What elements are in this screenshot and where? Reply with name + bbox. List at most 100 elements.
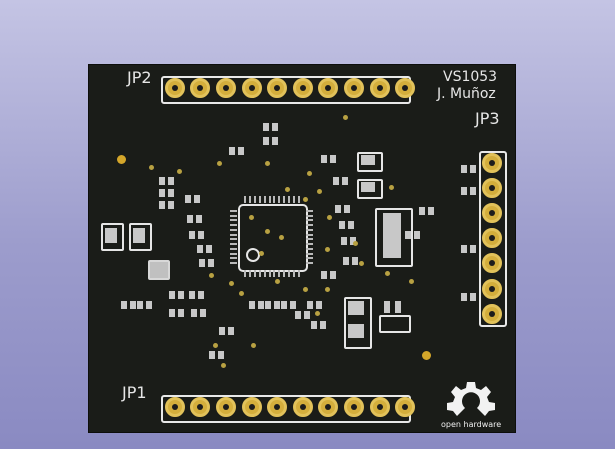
via	[325, 287, 330, 292]
jp3-outline	[479, 151, 507, 327]
via	[303, 287, 308, 292]
via	[285, 187, 290, 192]
via	[217, 161, 222, 166]
chip-pin	[298, 270, 300, 277]
regulator-pad	[361, 155, 375, 165]
smd-pad	[352, 257, 358, 265]
header-pad	[318, 78, 339, 98]
smd-pad	[281, 301, 287, 309]
chip-pin	[306, 214, 313, 217]
smd-pad	[470, 187, 476, 195]
header-pad	[292, 78, 313, 98]
pcb-board: VS1053 J. Muñoz JP2 JP3 JP1 open hardwar…	[89, 65, 515, 432]
smd-pad	[330, 271, 336, 279]
chip-pin	[288, 270, 291, 277]
header-pad	[395, 78, 416, 98]
via	[221, 363, 226, 368]
header-pad	[395, 397, 416, 417]
header-pad	[241, 78, 262, 98]
sot-pad-2	[395, 301, 401, 313]
smd-pad	[200, 309, 206, 317]
jp1-label: JP1	[122, 383, 147, 402]
smd-pad	[228, 327, 234, 335]
smd-pad	[342, 177, 348, 185]
smd-pad	[272, 137, 278, 145]
crystal-outline	[101, 223, 124, 251]
smd-pad	[461, 165, 467, 173]
header-pad	[482, 202, 502, 223]
capacitor-pad	[348, 301, 364, 315]
chip-pin	[253, 270, 256, 277]
via	[353, 241, 358, 246]
header-pad	[215, 78, 236, 98]
chip-pin	[293, 196, 296, 203]
header-pad	[164, 397, 185, 417]
smd-pad	[191, 309, 197, 317]
smd-pad	[168, 201, 174, 209]
open-hardware-logo	[447, 382, 495, 416]
smd-pad	[169, 309, 175, 317]
smd-pad	[208, 259, 214, 267]
header-pad	[482, 177, 502, 198]
chip-pin	[230, 257, 237, 260]
smd-pad	[321, 271, 327, 279]
chip-pin	[293, 270, 296, 277]
chip-pin	[248, 270, 251, 277]
jp2-label: JP2	[127, 68, 152, 87]
smd-pad	[304, 311, 310, 319]
smd-pad	[470, 245, 476, 253]
ldo-tab	[383, 213, 401, 258]
header-pad	[241, 397, 262, 417]
header-pad	[369, 78, 390, 98]
smd-pad	[330, 155, 336, 163]
chip-pin	[263, 270, 266, 277]
jp1-header	[162, 394, 418, 420]
header-pad	[343, 397, 364, 417]
smd-pad	[159, 201, 165, 209]
smd-pad	[295, 311, 301, 319]
jp3-label: JP3	[475, 109, 500, 128]
chip-pin	[306, 243, 313, 246]
smd-pad	[344, 205, 350, 213]
chip-pin	[230, 228, 237, 231]
chip-pin	[230, 214, 237, 217]
smd-pad	[335, 205, 341, 213]
header-pad	[318, 397, 339, 417]
smd-pad	[198, 291, 204, 299]
smd-pad	[348, 221, 354, 229]
chip-pin	[306, 224, 313, 227]
smd-pad	[169, 291, 175, 299]
smd-pad	[168, 189, 174, 197]
chip-pin	[306, 262, 313, 264]
via	[251, 343, 256, 348]
ldo-outline	[375, 208, 413, 267]
chip-pin	[244, 196, 246, 203]
smd-pad	[187, 215, 193, 223]
chip-pin	[230, 210, 237, 212]
smd-pad	[258, 301, 264, 309]
smd-pad	[229, 147, 235, 155]
smd-pad	[178, 291, 184, 299]
chip-pin	[268, 270, 271, 277]
smd-pad	[272, 123, 278, 131]
smd-pad	[341, 237, 347, 245]
smd-pad	[316, 301, 322, 309]
smd-pad	[333, 177, 339, 185]
sot-pad	[384, 301, 390, 313]
chip-pin	[278, 196, 281, 203]
mounting-hole-right	[422, 351, 431, 360]
smd-pad	[209, 351, 215, 359]
chip-pin	[278, 270, 281, 277]
smd-pad	[428, 207, 434, 215]
header-pad	[482, 278, 502, 299]
chip-pin	[230, 262, 237, 264]
vs1053-chip-outline	[238, 204, 308, 272]
header-pad	[369, 397, 390, 417]
smd-pad	[238, 147, 244, 155]
via	[213, 343, 218, 348]
smd-pad	[199, 259, 205, 267]
jp2-header	[162, 75, 418, 101]
board-title: VS1053	[443, 69, 498, 85]
open-hardware-text: open hardware	[441, 420, 502, 429]
smd-pad	[159, 177, 165, 185]
